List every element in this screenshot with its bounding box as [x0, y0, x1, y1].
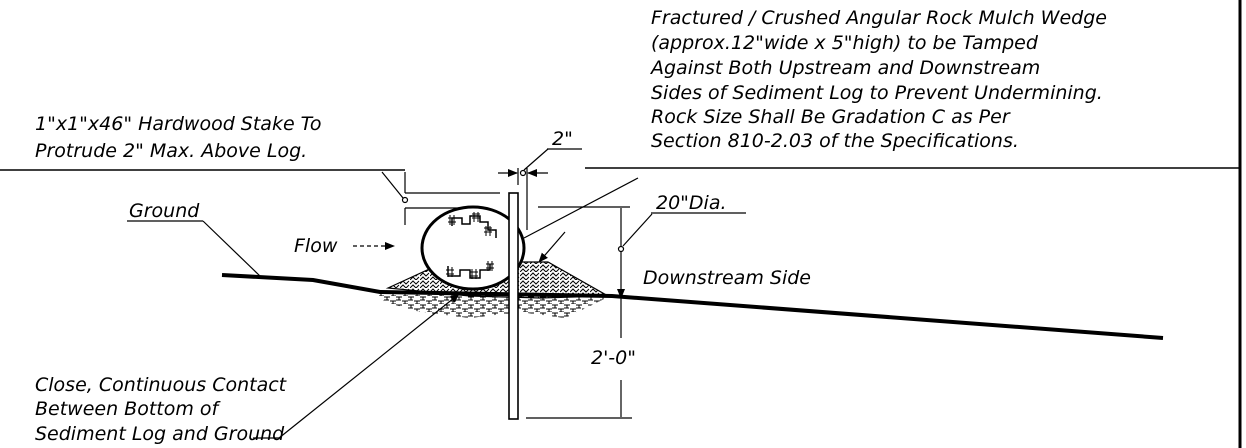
rock-mulch-note-line: Section 810-2.03 of the Specifications.	[651, 130, 1019, 152]
contact-note-line: Between Bottom of	[35, 398, 222, 420]
stake-width-leader	[523, 148, 549, 171]
stake-width-dot	[519, 169, 527, 177]
ground-label: Ground	[129, 200, 200, 222]
stake-note-leader-dot	[401, 196, 409, 204]
log-texture-bottom	[447, 264, 491, 279]
stake-note: 1"x1"x46" Hardwood Stake To Protrude 2" …	[35, 113, 322, 162]
contact-note-line: Sediment Log and Ground	[35, 423, 285, 445]
log-texture-bottom-hatch	[446, 261, 494, 279]
ground-line	[221, 273, 1164, 340]
log-texture-top	[451, 215, 497, 238]
stake-note-leader	[381, 171, 404, 199]
dia-dim-dot	[617, 245, 625, 253]
contact-note-leader	[278, 293, 460, 439]
rock-mulch-note-line: Rock Size Shall Be Gradation C as Per	[651, 106, 1011, 128]
hardwood-stake	[508, 192, 519, 420]
flow-label: Flow	[294, 235, 338, 257]
contact-note-line: Close, Continuous Contact	[35, 374, 288, 396]
stake-width-label: 2"	[552, 128, 573, 150]
diameter-label: 20"Dia.	[656, 192, 727, 214]
stake-note-line: 1"x1"x46" Hardwood Stake To	[35, 113, 322, 135]
rock-mulch-note-line: (approx.12"wide x 5"high) to be Tamped	[651, 32, 1039, 54]
dia-leader	[622, 213, 653, 247]
ground-leader	[202, 220, 262, 278]
contact-note: Close, Continuous Contact Between Bottom…	[35, 374, 288, 445]
rock-mulch-note-line: Sides of Sediment Log to Prevent Undermi…	[651, 82, 1103, 104]
depth-label: 2'-0"	[591, 347, 636, 369]
rock-note-leader-upper	[523, 177, 639, 239]
rock-mulch-note: Fractured / Crushed Angular Rock Mulch W…	[649, 7, 1107, 152]
log-texture-top-hatch	[448, 212, 492, 236]
stake-note-line: Protrude 2" Max. Above Log.	[35, 140, 307, 162]
rock-mulch-note-line: Against Both Upstream and Downstream	[649, 57, 1040, 79]
rock-mulch-note-line: Fractured / Crushed Angular Rock Mulch W…	[651, 7, 1107, 29]
downstream-side-label: Downstream Side	[643, 267, 811, 289]
rock-note-leader-lower	[538, 231, 566, 263]
